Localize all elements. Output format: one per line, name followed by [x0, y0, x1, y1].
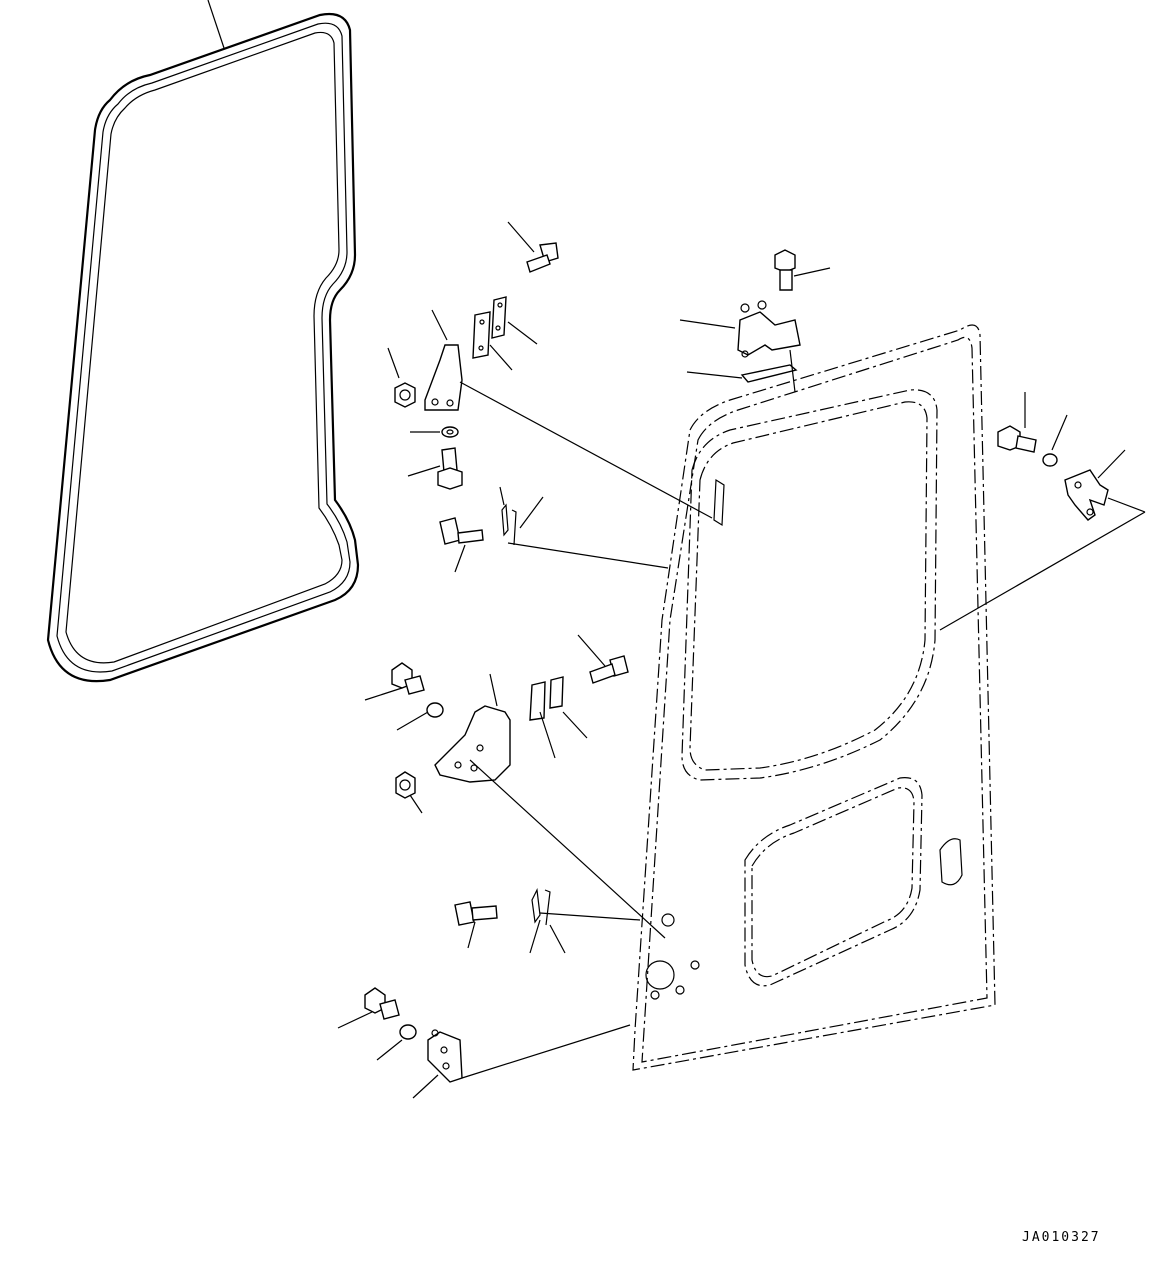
top-bolt	[774, 249, 796, 291]
spacer-plates-mid	[501, 503, 517, 546]
upper-bolt	[526, 242, 559, 273]
lower-hinge-bracket	[434, 705, 511, 783]
door-seal	[46, 12, 360, 683]
diagram-id-label: JA010327	[1022, 1230, 1101, 1245]
door-panel	[632, 324, 996, 1071]
leader-line-seal	[207, 0, 225, 49]
lower-shim-plates	[529, 676, 564, 721]
upper-nut	[394, 382, 416, 408]
right-washer	[1042, 453, 1058, 467]
upper-shim-plates	[472, 296, 507, 359]
upper-hinge-bracket	[424, 344, 463, 411]
lower-bolt	[589, 655, 629, 684]
hex-bolt-upper	[437, 447, 463, 490]
right-bolt	[997, 425, 1037, 453]
right-latch	[1064, 469, 1109, 521]
washer-upper	[441, 426, 459, 438]
top-catch-bracket	[737, 300, 801, 358]
bottom-bolt	[364, 987, 400, 1020]
bottom-washer	[399, 1024, 417, 1040]
spacer-plates-low	[531, 887, 551, 926]
top-shim	[740, 364, 798, 383]
lower-washer	[426, 702, 444, 718]
lower-hex-bolt	[391, 662, 425, 695]
lower-nut	[395, 771, 416, 799]
flange-bolt-mid	[439, 517, 484, 545]
flange-bolt-low	[454, 901, 498, 926]
installation-lines	[459, 349, 1146, 1079]
leader-lines	[337, 221, 1126, 1099]
bottom-stopper	[427, 1029, 463, 1083]
